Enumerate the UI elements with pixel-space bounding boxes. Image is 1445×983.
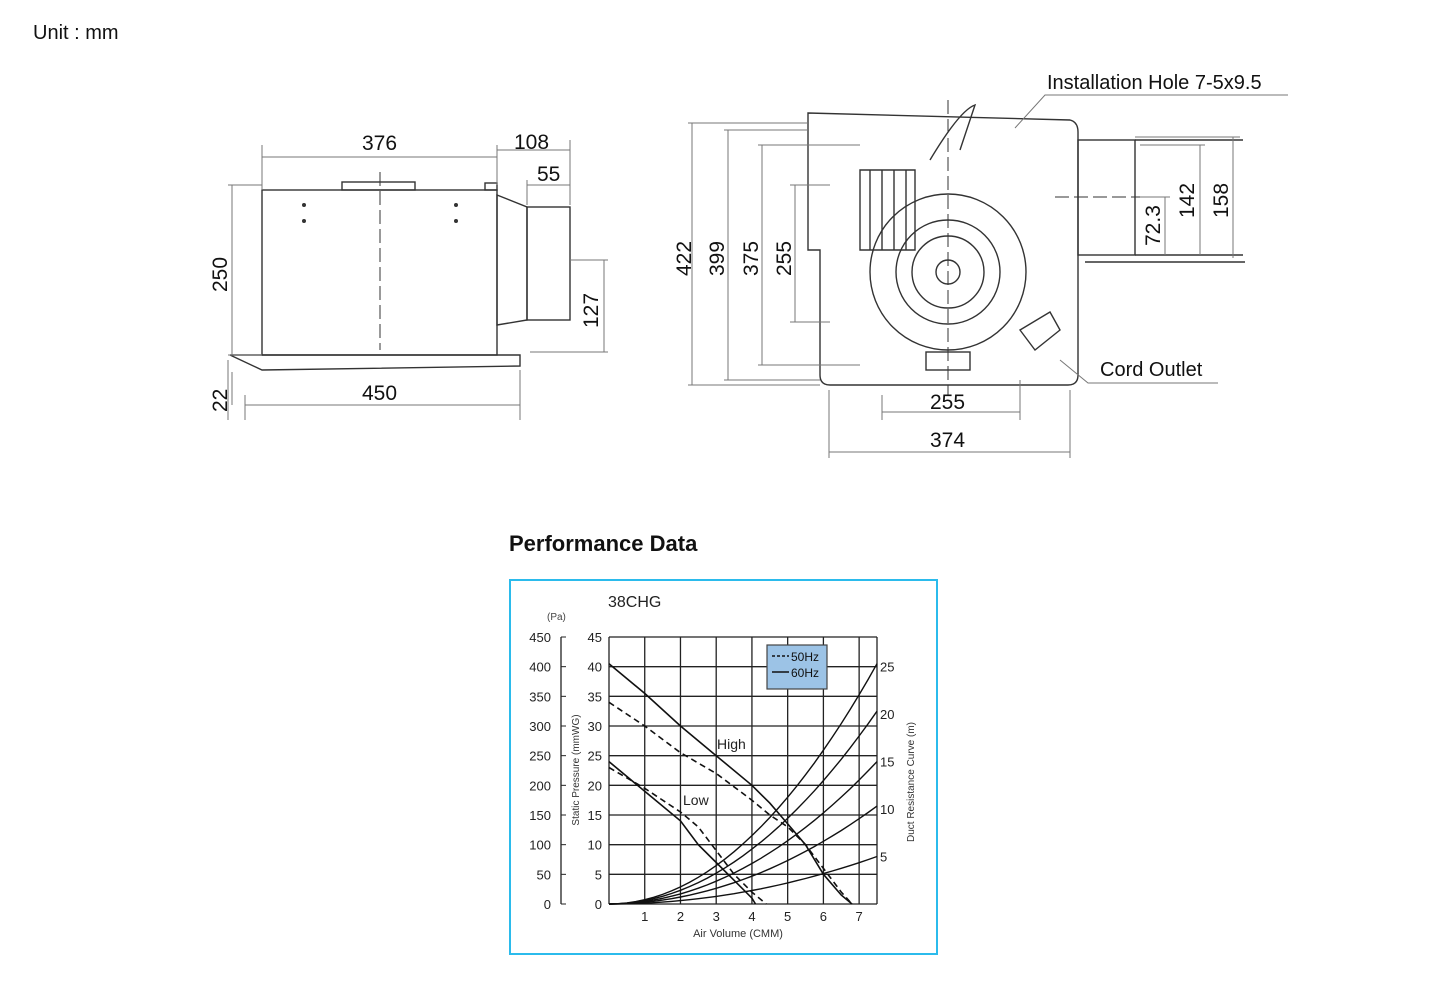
dim-399: 399 [706, 241, 729, 276]
dim-374: 374 [930, 429, 965, 452]
dim-376: 376 [362, 132, 397, 155]
dim-158: 158 [1210, 183, 1233, 218]
dim-422: 422 [673, 241, 696, 276]
unit-label: Unit : mm [33, 22, 119, 44]
dim-127: 127 [580, 293, 603, 328]
dim-22: 22 [209, 389, 232, 412]
installation-hole-label: Installation Hole 7-5x9.5 [1047, 72, 1262, 94]
dim-255-horizontal: 255 [930, 391, 965, 414]
front-view: 422 399 375 255 255 374 72.3 142 158 Ins… [673, 72, 1288, 458]
cord-outlet-label: Cord Outlet [1100, 359, 1203, 381]
side-base [229, 354, 521, 371]
side-view: 376 108 55 250 127 22 450 [209, 131, 608, 420]
dim-375: 375 [740, 241, 763, 276]
performance-title: Performance Data [509, 531, 698, 556]
dim-250: 250 [209, 257, 232, 292]
dim-450: 450 [362, 382, 397, 405]
chart-frame [509, 579, 938, 955]
front-body [807, 112, 1079, 386]
dim-255-vertical: 255 [773, 241, 796, 276]
side-tab [484, 182, 498, 191]
dim-142: 142 [1176, 183, 1199, 218]
dimension-drawings: 376 108 55 250 127 22 450 422 399 375 25… [209, 72, 1288, 458]
dim-72-3: 72.3 [1142, 205, 1165, 246]
side-duct-taper [496, 193, 528, 326]
side-duct [526, 206, 571, 321]
cord-outlet [1018, 311, 1061, 351]
side-top-bump [341, 181, 416, 191]
dim-55: 55 [537, 163, 560, 186]
cord-outlet-leader [1059, 359, 1218, 384]
installation-hole-leader [1014, 94, 1288, 129]
dim-108: 108 [514, 131, 549, 154]
cutaway [929, 103, 977, 161]
